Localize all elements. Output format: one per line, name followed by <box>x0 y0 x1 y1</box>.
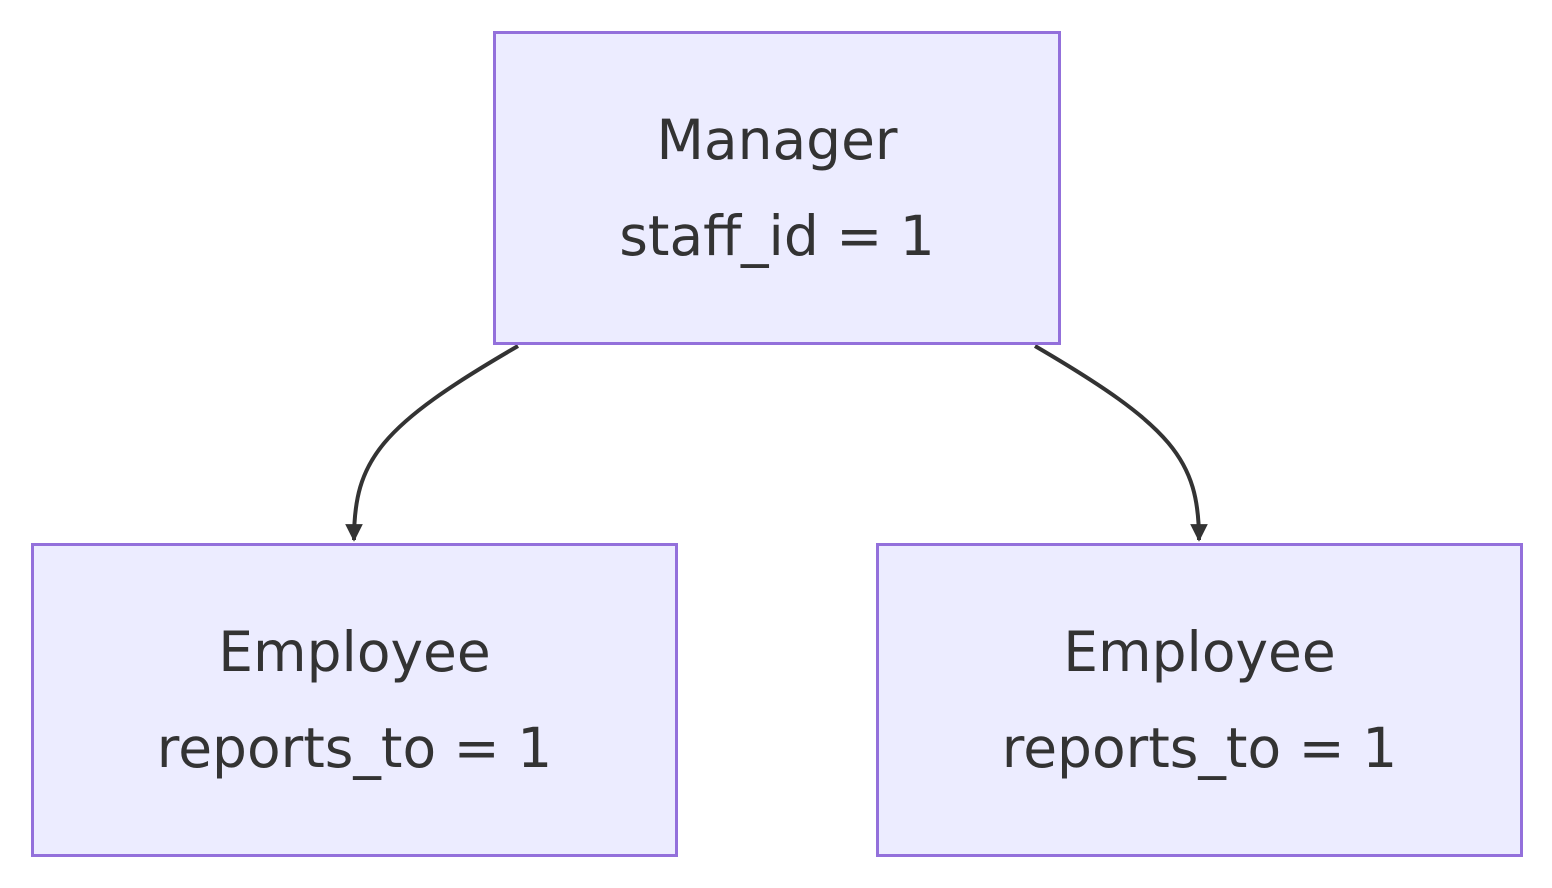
employee-left-detail: reports_to = 1 <box>156 716 553 780</box>
edge-manager-to-employee-right <box>1033 344 1208 542</box>
employee-right-title: Employee <box>1063 620 1336 684</box>
employee-node-left: Employee reports_to = 1 <box>31 543 678 857</box>
manager-title: Manager <box>656 108 898 172</box>
employee-node-right: Employee reports_to = 1 <box>876 543 1523 857</box>
manager-node: Manager staff_id = 1 <box>493 31 1061 345</box>
edge-manager-to-employee-left <box>345 344 520 542</box>
manager-detail: staff_id = 1 <box>619 204 935 268</box>
employee-right-detail: reports_to = 1 <box>1001 716 1398 780</box>
employee-left-title: Employee <box>218 620 491 684</box>
